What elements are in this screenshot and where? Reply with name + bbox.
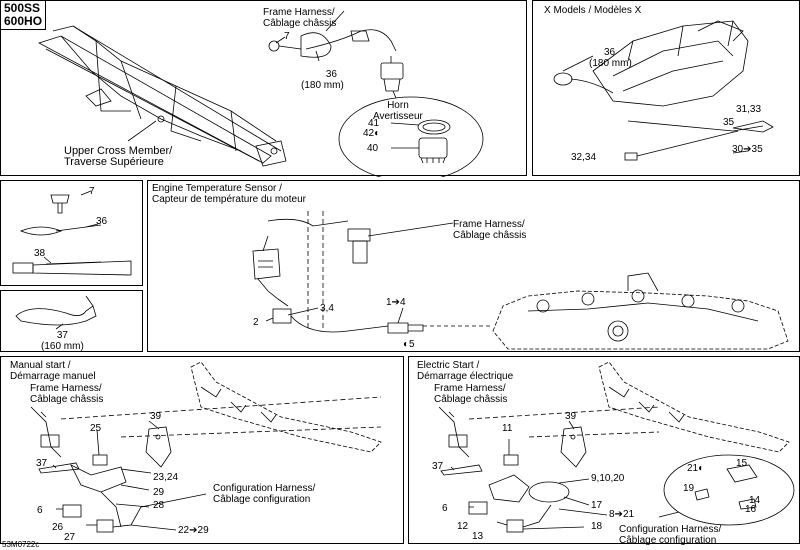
temp-part-5-label: ◐5 (403, 339, 415, 350)
horn-label: Horn Avertisseur (373, 100, 423, 122)
manual-start-drawing (30, 361, 382, 533)
electric-part-8-21-label: 8➔21 (609, 509, 635, 520)
electric-part-18-label: 18 (591, 521, 603, 532)
model-600ho: 600HO (4, 14, 43, 28)
panel-part-37: 37 (160 mm) (0, 290, 143, 352)
electric-config-harness-label: Configuration Harness/ Câblage configura… (619, 524, 722, 546)
temp-part-1-4-label: 1➔4 (386, 297, 406, 308)
temp-frame-harness-label: Frame Harness/ Câblage châssis (453, 219, 527, 241)
electric-part-21-label: 21◐ (687, 463, 705, 474)
panel-small-parts: 7 36 38 (0, 180, 143, 286)
part-37-drawing (15, 295, 97, 330)
model-badge: 500SS 600HO (0, 0, 47, 30)
manual-part-37-label: 37 (36, 458, 48, 469)
electric-frame-harness-label: Frame Harness/ Câblage châssis (434, 383, 508, 405)
manual-part-6-label: 6 (37, 505, 43, 516)
part-36-label: 36 (180 mm) (301, 69, 344, 91)
manual-part-39-label: 39 (150, 411, 162, 422)
small-part-36-label: 36 (96, 216, 108, 227)
x-part-35-label: 35 (723, 117, 735, 128)
manual-config-harness-label: Configuration Harness/ Câblage configura… (213, 483, 316, 505)
panel-manual-start: Manual start / Démarrage manuel Frame Ha… (0, 356, 404, 544)
manual-frame-harness-label: Frame Harness/ Câblage châssis (30, 383, 104, 405)
part-42-label: 42◐ (363, 128, 381, 139)
manual-part-23-24-label: 23,24 (153, 472, 179, 483)
manual-part-29-label: 29 (153, 487, 165, 498)
manual-part-28-label: 28 (153, 500, 165, 511)
temp-sensor-drawing (252, 211, 789, 350)
electric-part-17-label: 17 (591, 500, 603, 511)
electric-part-9-10-20-label: 9,10,20 (591, 473, 625, 484)
electric-part-15-label: 15 (736, 458, 748, 469)
x-models-title: X Models / Modèles X (544, 5, 642, 16)
temp-part-2-label: 2 (253, 317, 259, 328)
small-parts-drawing (12, 190, 132, 276)
small-part-38-label: 38 (34, 248, 46, 259)
electric-part-13-label: 13 (472, 531, 484, 542)
frame-harness-label-top: Frame Harness/ Câblage châssis (263, 7, 337, 29)
x-part-32-34-label: 32,34 (571, 152, 597, 163)
manual-part-22-29-label: 22➔29 (178, 525, 209, 536)
electric-part-16-label: 16 (745, 504, 757, 515)
part-41-label: 41 (368, 118, 380, 129)
drawing-code: 53M0722c (2, 540, 40, 549)
electric-start-drawing (438, 361, 795, 533)
x-part-30-35-label: 30➔35 (732, 144, 763, 155)
temp-part-3-4-label: 3,4 (320, 303, 334, 314)
electric-part-19-label: 19 (683, 483, 695, 494)
manual-title: Manual start / Démarrage manuel (10, 360, 96, 382)
small-part-7-label: 7 (89, 186, 95, 197)
panel-temp-sensor: Engine Temperature Sensor / Capteur de t… (147, 180, 800, 352)
electric-part-39-label: 39 (565, 411, 577, 422)
manual-part-25-label: 25 (90, 423, 102, 434)
frame-drawing (37, 10, 484, 177)
panel-main-frame: Frame Harness/ Câblage châssis 7 36 (180… (0, 0, 527, 177)
electric-part-12-label: 12 (457, 521, 469, 532)
part-40-label: 40 (367, 143, 379, 154)
electric-part-37-label: 37 (432, 461, 444, 472)
part-7-label: 7 (284, 31, 290, 42)
model-500ss: 500SS (4, 1, 41, 15)
manual-part-26-label: 26 (52, 522, 64, 533)
electric-title: Electric Start / Démarrage électrique (417, 360, 514, 382)
x-models-drawing (553, 20, 774, 161)
small-part-37-label: 37 (160 mm) (41, 330, 84, 352)
electric-part-6-label: 6 (442, 503, 448, 514)
electric-part-14-label: 14 (749, 495, 761, 506)
temp-sensor-title: Engine Temperature Sensor / Capteur de t… (152, 183, 306, 205)
panel-x-models: X Models / Modèles X 36 (180 mm) 31,33 3… (532, 0, 800, 176)
upper-cross-member-label: Upper Cross Member/ Traverse Supérieure (64, 145, 173, 168)
electric-part-11-label: 11 (502, 423, 513, 434)
x-part-36-label: 36 (180 mm) (589, 47, 632, 69)
manual-part-27-label: 27 (64, 532, 76, 543)
panel-electric-start: Electric Start / Démarrage électrique Fr… (408, 356, 800, 546)
x-part-31-33-label: 31,33 (736, 104, 762, 115)
